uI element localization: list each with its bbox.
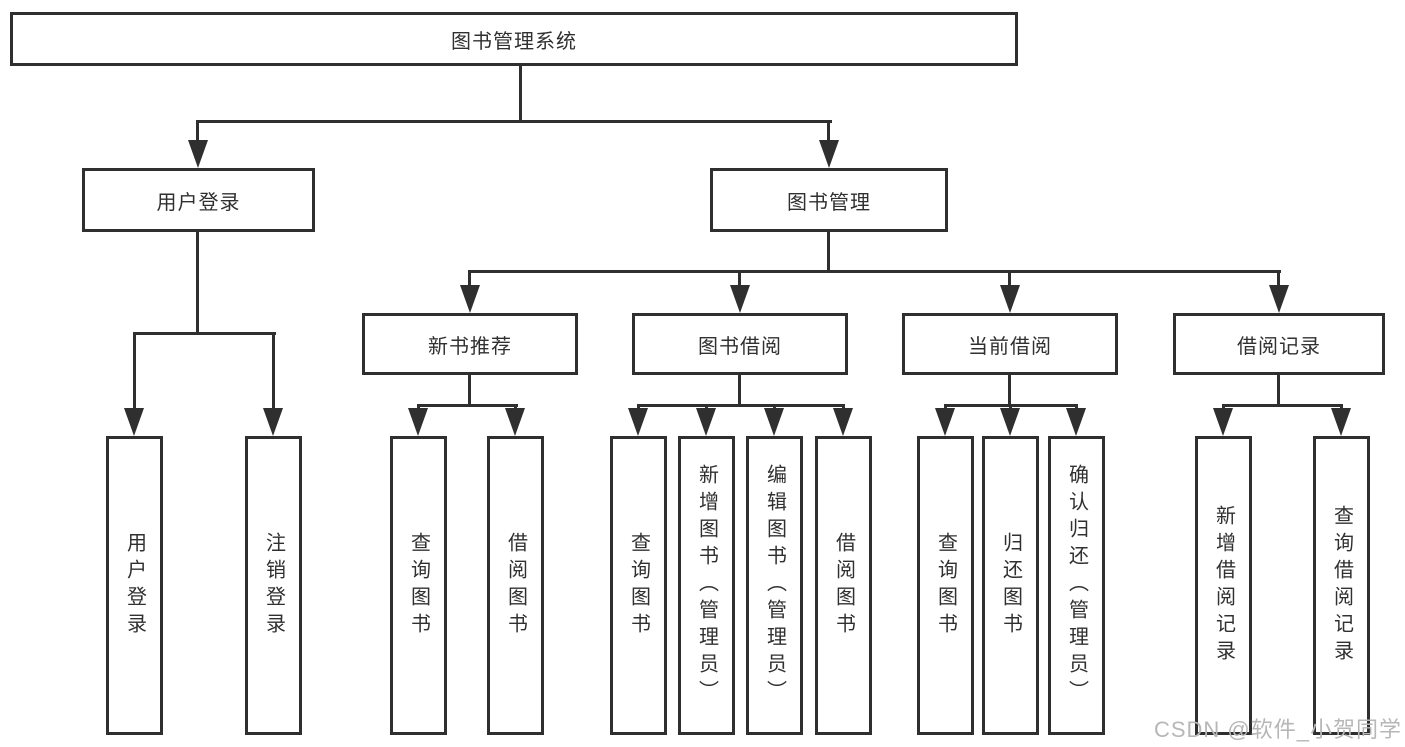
connector-newbooks-rail [417, 404, 518, 407]
leaf-label: 借阅图书 [832, 531, 855, 640]
leaf-current-query: 查询图书 [917, 436, 974, 735]
leaf-label: 查询借阅记录 [1330, 504, 1353, 667]
connector-root-rail [196, 120, 832, 123]
leaf-user-login: 用户登录 [106, 436, 163, 735]
node-user-login-label: 用户登录 [156, 191, 241, 214]
arrow-down-icon [505, 408, 525, 436]
arrow-down-icon [408, 408, 428, 436]
connector-userlogin-drop-2 [272, 332, 275, 412]
node-current-borrow-label: 当前借阅 [968, 335, 1052, 358]
arrow-down-icon [1213, 408, 1233, 436]
connector-bookmgmt-drop-2 [738, 270, 741, 290]
arrow-down-icon [628, 408, 648, 436]
node-new-books-label: 新书推荐 [428, 335, 512, 358]
leaf-current-return: 归还图书 [982, 436, 1039, 735]
connector-bookmgmt-rail [468, 270, 1281, 273]
connector-userlogin-stem [196, 232, 199, 335]
connector-bookmgmt-stem [827, 232, 830, 273]
node-root-label: 图书管理系统 [451, 30, 577, 53]
connector-borrowing-rail [637, 404, 845, 407]
arrow-down-icon [1269, 285, 1289, 313]
arrow-down-icon [696, 408, 716, 436]
leaf-label: 归还图书 [999, 531, 1022, 640]
connector-current-stem [1008, 375, 1011, 407]
connector-bookmgmt-drop-4 [1277, 270, 1280, 290]
arrow-down-icon [1000, 285, 1020, 313]
connector-borrowing-stem [738, 375, 741, 407]
leaf-borrowing-edit-admin: 编辑图书（管理员） [746, 436, 803, 735]
leaf-borrowing-borrow: 借阅图书 [815, 436, 872, 735]
connector-userlogin-rail [133, 332, 276, 335]
leaf-label: 用户登录 [123, 531, 146, 640]
connector-root-drop-right [827, 120, 830, 144]
leaf-label: 新增借阅记录 [1212, 504, 1235, 667]
leaf-borrowing-add-admin: 新增图书（管理员） [678, 436, 735, 735]
leaf-label: 注销登录 [262, 531, 285, 640]
leaf-current-confirm-admin: 确认归还（管理员） [1048, 436, 1105, 735]
arrow-down-icon [819, 140, 839, 168]
watermark: CSDN @软件_小贺同学 [1153, 717, 1402, 742]
connector-bookmgmt-drop-1 [468, 270, 471, 290]
leaf-records-query: 查询借阅记录 [1313, 436, 1370, 735]
arrow-down-icon [833, 408, 853, 436]
node-borrow-records-label: 借阅记录 [1237, 335, 1321, 358]
arrow-down-icon [764, 408, 784, 436]
leaf-label: 查询图书 [407, 531, 430, 640]
arrow-down-icon [124, 408, 144, 436]
leaf-label: 查询图书 [934, 531, 957, 640]
connector-userlogin-drop-1 [133, 332, 136, 412]
leaf-logout: 注销登录 [245, 436, 302, 735]
node-user-login: 用户登录 [82, 168, 315, 232]
connector-records-stem [1277, 375, 1280, 407]
leaf-label: 编辑图书（管理员） [763, 464, 786, 707]
node-current-borrow: 当前借阅 [902, 313, 1118, 375]
node-book-mgmt: 图书管理 [710, 168, 948, 232]
node-borrowing: 图书借阅 [632, 313, 848, 375]
node-borrow-records: 借阅记录 [1173, 313, 1385, 375]
leaf-label: 借阅图书 [504, 531, 527, 640]
arrow-down-icon [730, 285, 750, 313]
connector-bookmgmt-drop-3 [1008, 270, 1011, 290]
arrow-down-icon [935, 408, 955, 436]
connector-root-stem [519, 66, 522, 122]
arrow-down-icon [460, 285, 480, 313]
arrow-down-icon [1000, 408, 1020, 436]
leaf-label: 确认归还（管理员） [1065, 464, 1088, 707]
connector-newbooks-stem [468, 375, 471, 407]
leaf-borrowing-query: 查询图书 [610, 436, 667, 735]
leaf-label: 查询图书 [627, 531, 650, 640]
node-new-books: 新书推荐 [362, 313, 578, 375]
connector-records-rail [1222, 404, 1343, 407]
leaf-label: 新增图书（管理员） [695, 464, 718, 707]
node-borrowing-label: 图书借阅 [698, 335, 782, 358]
arrow-down-icon [1331, 408, 1351, 436]
leaf-newbooks-query: 查询图书 [390, 436, 447, 735]
arrow-down-icon [1066, 408, 1086, 436]
leaf-newbooks-borrow: 借阅图书 [487, 436, 544, 735]
node-root: 图书管理系统 [10, 12, 1018, 66]
node-book-mgmt-label: 图书管理 [787, 191, 871, 214]
arrow-down-icon [263, 408, 283, 436]
leaf-records-add: 新增借阅记录 [1195, 436, 1252, 735]
arrow-down-icon [188, 140, 208, 168]
connector-root-drop-left [196, 120, 199, 144]
